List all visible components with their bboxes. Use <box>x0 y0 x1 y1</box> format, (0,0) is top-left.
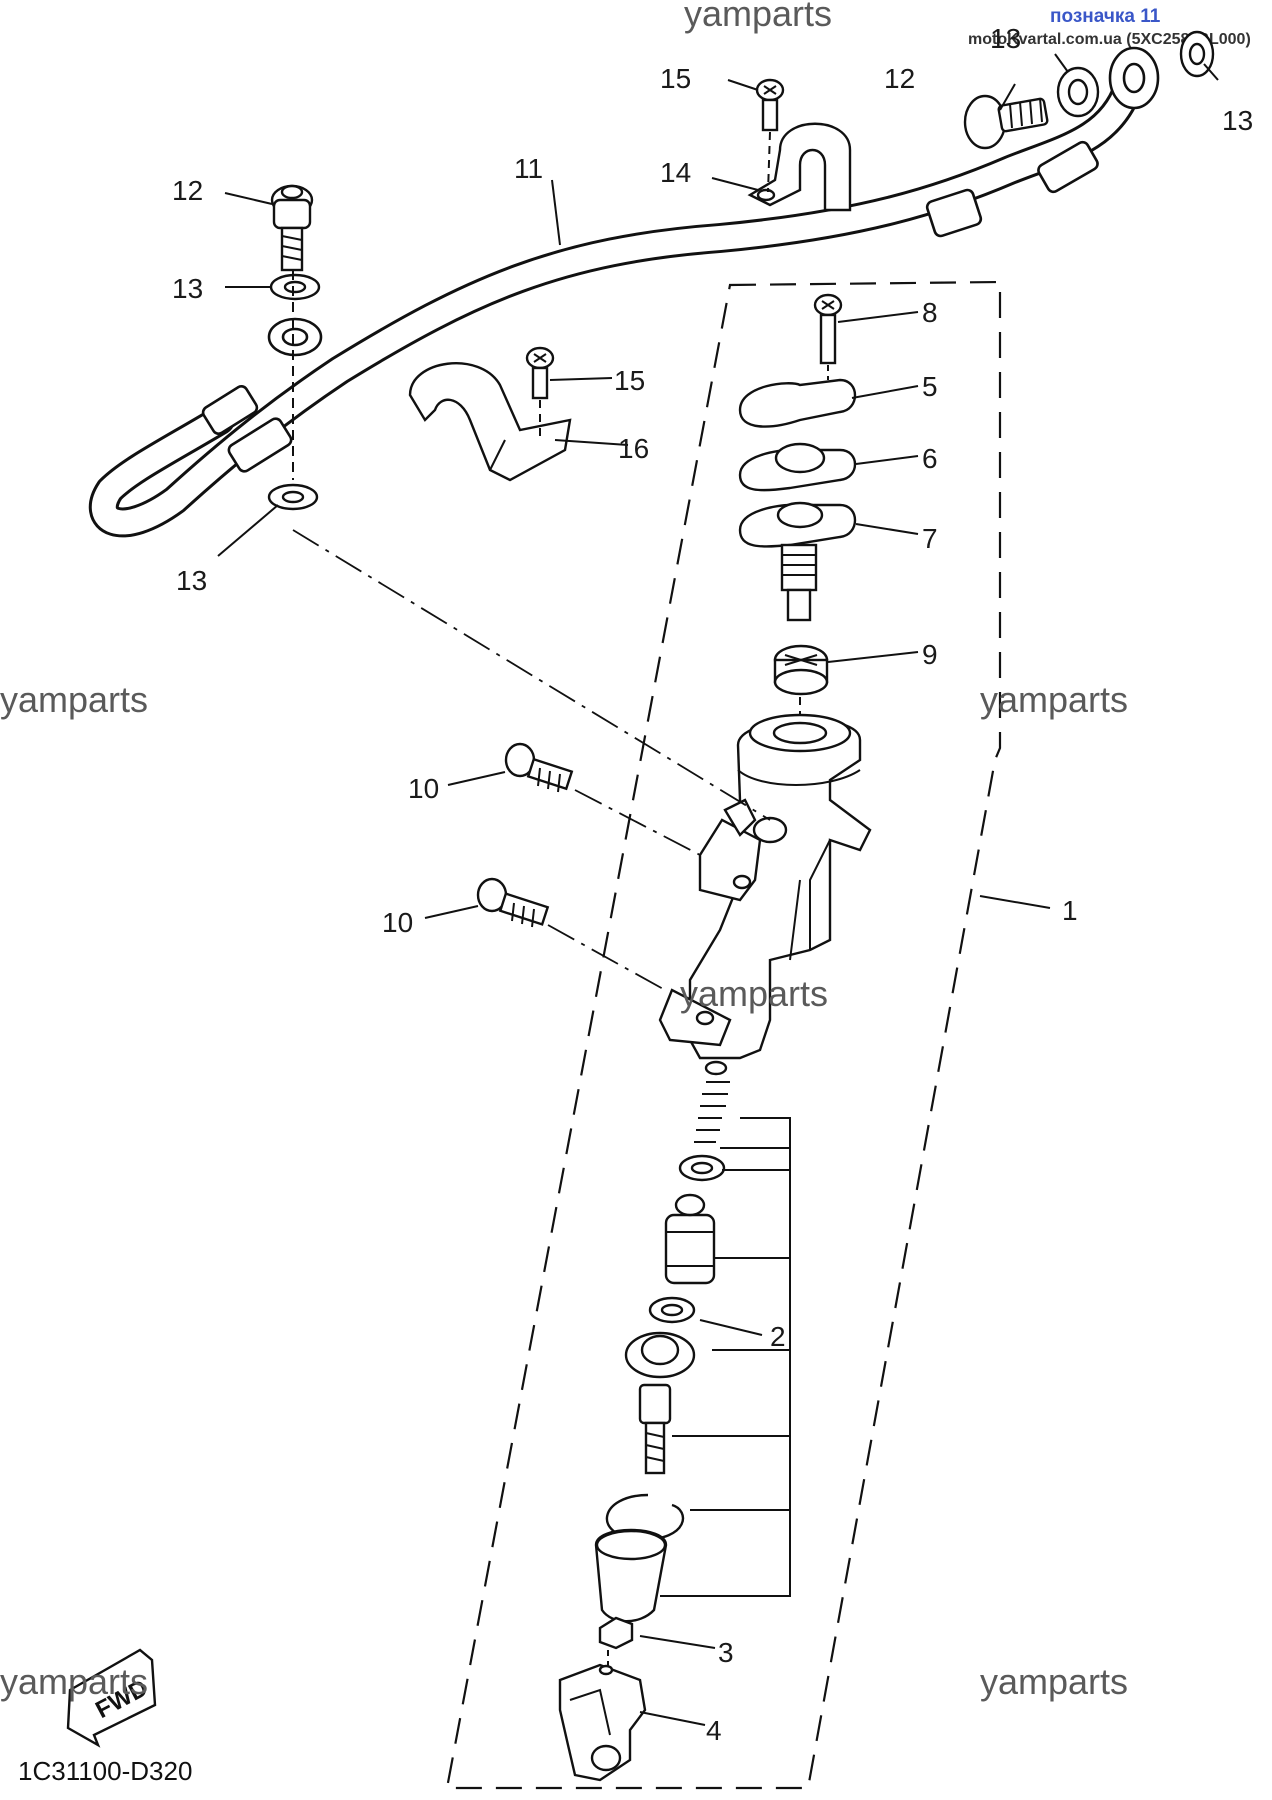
hose-sleeve-left <box>227 417 293 473</box>
callout-13-left-upper: 13 <box>172 273 203 304</box>
header-source: motoKvartal.com.ua (5XC2587SL000) <box>968 31 1251 48</box>
callout-6: 6 <box>922 443 938 474</box>
screw-15-top <box>755 78 785 132</box>
hose-sleeve-right <box>925 188 983 238</box>
hose-bolt-axis <box>292 529 771 821</box>
callout-10-upper: 10 <box>408 773 439 804</box>
callout-5: 5 <box>922 371 938 402</box>
brake-hose <box>88 46 1160 538</box>
watermark-bottom-right: yamparts <box>980 1661 1128 1702</box>
callout-3: 3 <box>718 1637 734 1668</box>
hose-fitting-left <box>201 384 259 436</box>
callout-15-top: 15 <box>660 63 691 94</box>
callout-1: 1 <box>1062 895 1078 926</box>
watermark-bottom-left: yamparts <box>0 1661 148 1702</box>
callout-labels: 1 2 3 4 5 6 7 8 9 10 10 11 12 12 13 13 1… <box>172 23 1253 1746</box>
screw-15-mid <box>525 346 555 400</box>
watermark-right: yamparts <box>980 679 1128 720</box>
callout-15-mid: 15 <box>614 365 645 396</box>
clevis-4 <box>558 1663 647 1782</box>
hose-clamp-14 <box>747 122 852 212</box>
screw-8 <box>813 293 843 365</box>
banjo-eye-right-hole <box>1122 62 1146 94</box>
watermark-top: yamparts <box>684 0 832 34</box>
header-tag: позначка 11 <box>1050 6 1161 27</box>
diagram-code: 1C31100-D320 <box>18 1756 192 1786</box>
callout-9: 9 <box>922 639 938 670</box>
bolt-axis-lower <box>547 924 666 991</box>
callout-13-top: 13 <box>990 23 1021 54</box>
callout-11: 11 <box>514 153 543 184</box>
callout-12-right: 12 <box>884 63 915 94</box>
bolt-10-lower <box>476 877 550 928</box>
leader-15-14 <box>767 131 771 193</box>
banjo-eye-left-hole <box>281 327 309 347</box>
hose-fitting-right <box>1037 140 1099 194</box>
hose-guide-16 <box>408 362 572 482</box>
bolt-10-upper <box>504 742 574 793</box>
callout-13-left-lower: 13 <box>176 565 207 596</box>
callout-4: 4 <box>706 1715 722 1746</box>
callout-7: 7 <box>922 523 938 554</box>
callout-14: 14 <box>660 157 691 188</box>
callout-2: 2 <box>770 1321 786 1352</box>
callout-12-left: 12 <box>172 175 203 206</box>
reservoir-cap-5 <box>738 378 857 428</box>
float-9 <box>773 644 829 696</box>
watermark-center: yamparts <box>680 973 828 1014</box>
callout-13-right: 13 <box>1222 105 1253 136</box>
piston-kit-2 <box>594 1060 791 1623</box>
leader-lines <box>217 53 1219 1726</box>
union-bolt-12-right <box>963 94 1049 150</box>
callout-8: 8 <box>922 297 938 328</box>
bolt-axis-upper <box>574 789 701 856</box>
callout-10-lower: 10 <box>382 907 413 938</box>
union-bolt-12-left <box>270 184 314 272</box>
diaphragm-7 <box>738 501 857 622</box>
watermark-left: yamparts <box>0 679 148 720</box>
callout-16: 16 <box>618 433 649 464</box>
nut-3 <box>598 1616 634 1650</box>
